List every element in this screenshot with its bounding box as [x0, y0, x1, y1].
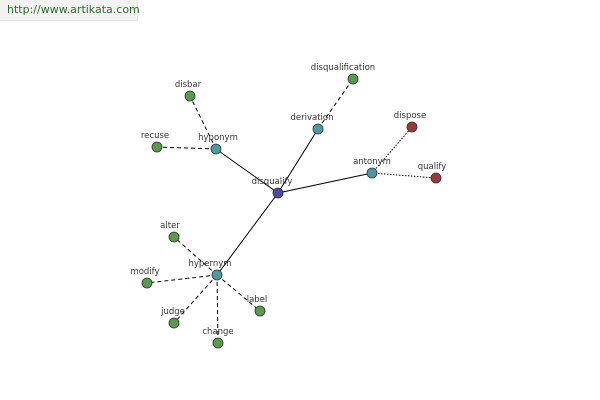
edge-hypernym-change: [216, 274, 219, 344]
word-judge-label: judge: [160, 307, 185, 317]
edge-hypernym-modify: [146, 274, 218, 284]
edge-hypernym-label: [216, 274, 261, 312]
word-change-node[interactable]: [212, 337, 224, 349]
center-disqualify-node[interactable]: [272, 187, 284, 199]
center-disqualify-label: disqualify: [252, 177, 293, 187]
edge-disqualify-antonym: [277, 172, 373, 194]
word-recuse-label: recuse: [141, 131, 169, 141]
edges-layer: [146, 78, 437, 344]
word-label-label: label: [247, 295, 268, 305]
edge-antonym-qualify: [371, 172, 437, 179]
edge-hyponym-recuse: [156, 146, 217, 150]
word-alter-label: alter: [160, 221, 180, 231]
relation-hyponym-node[interactable]: [210, 143, 222, 155]
edge-derivation-disqualification: [317, 78, 354, 130]
relation-antonym-node[interactable]: [366, 167, 378, 179]
relation-antonym-label: antonym: [353, 157, 391, 167]
word-recuse-node[interactable]: [151, 141, 163, 153]
word-modify-label: modify: [130, 267, 159, 277]
edge-hypernym-judge: [173, 274, 218, 324]
word-dispose-label: dispose: [394, 111, 426, 121]
edge-hypernym-alter: [173, 236, 218, 276]
word-disqualification-node[interactable]: [347, 73, 359, 85]
relation-hypernym-label: hypernym: [188, 259, 231, 269]
relation-derivation-label: derivation: [290, 113, 333, 123]
word-alter-node[interactable]: [168, 231, 180, 243]
word-disbar-label: disbar: [175, 80, 202, 90]
word-qualify-label: qualify: [418, 162, 447, 172]
word-change-label: change: [202, 327, 233, 337]
word-modify-node[interactable]: [141, 277, 153, 289]
labels-layer: disqualify hyponym disbar recuse derivation d…: [130, 63, 446, 337]
word-label-node[interactable]: [254, 305, 266, 317]
relation-hyponym-label: hyponym: [198, 133, 238, 143]
relation-hypernym-node[interactable]: [211, 269, 223, 281]
word-qualify-node[interactable]: [430, 172, 442, 184]
word-disqualification-label: disqualification: [311, 63, 375, 73]
edge-disqualify-hyponym: [215, 148, 279, 194]
edge-disqualify-derivation: [277, 128, 319, 194]
word-disbar-node[interactable]: [184, 90, 196, 102]
word-judge-node[interactable]: [168, 317, 180, 329]
edge-disqualify-hypernym: [216, 192, 279, 276]
nodes-layer: [141, 73, 442, 349]
relation-derivation-node[interactable]: [312, 123, 324, 135]
word-dispose-node[interactable]: [406, 121, 418, 133]
site-url-link[interactable]: http://www.artikata.com: [7, 3, 140, 16]
url-banner: http://www.artikata.com: [0, 0, 140, 21]
edge-hyponym-disbar: [189, 95, 217, 150]
edge-antonym-dispose: [371, 126, 413, 174]
